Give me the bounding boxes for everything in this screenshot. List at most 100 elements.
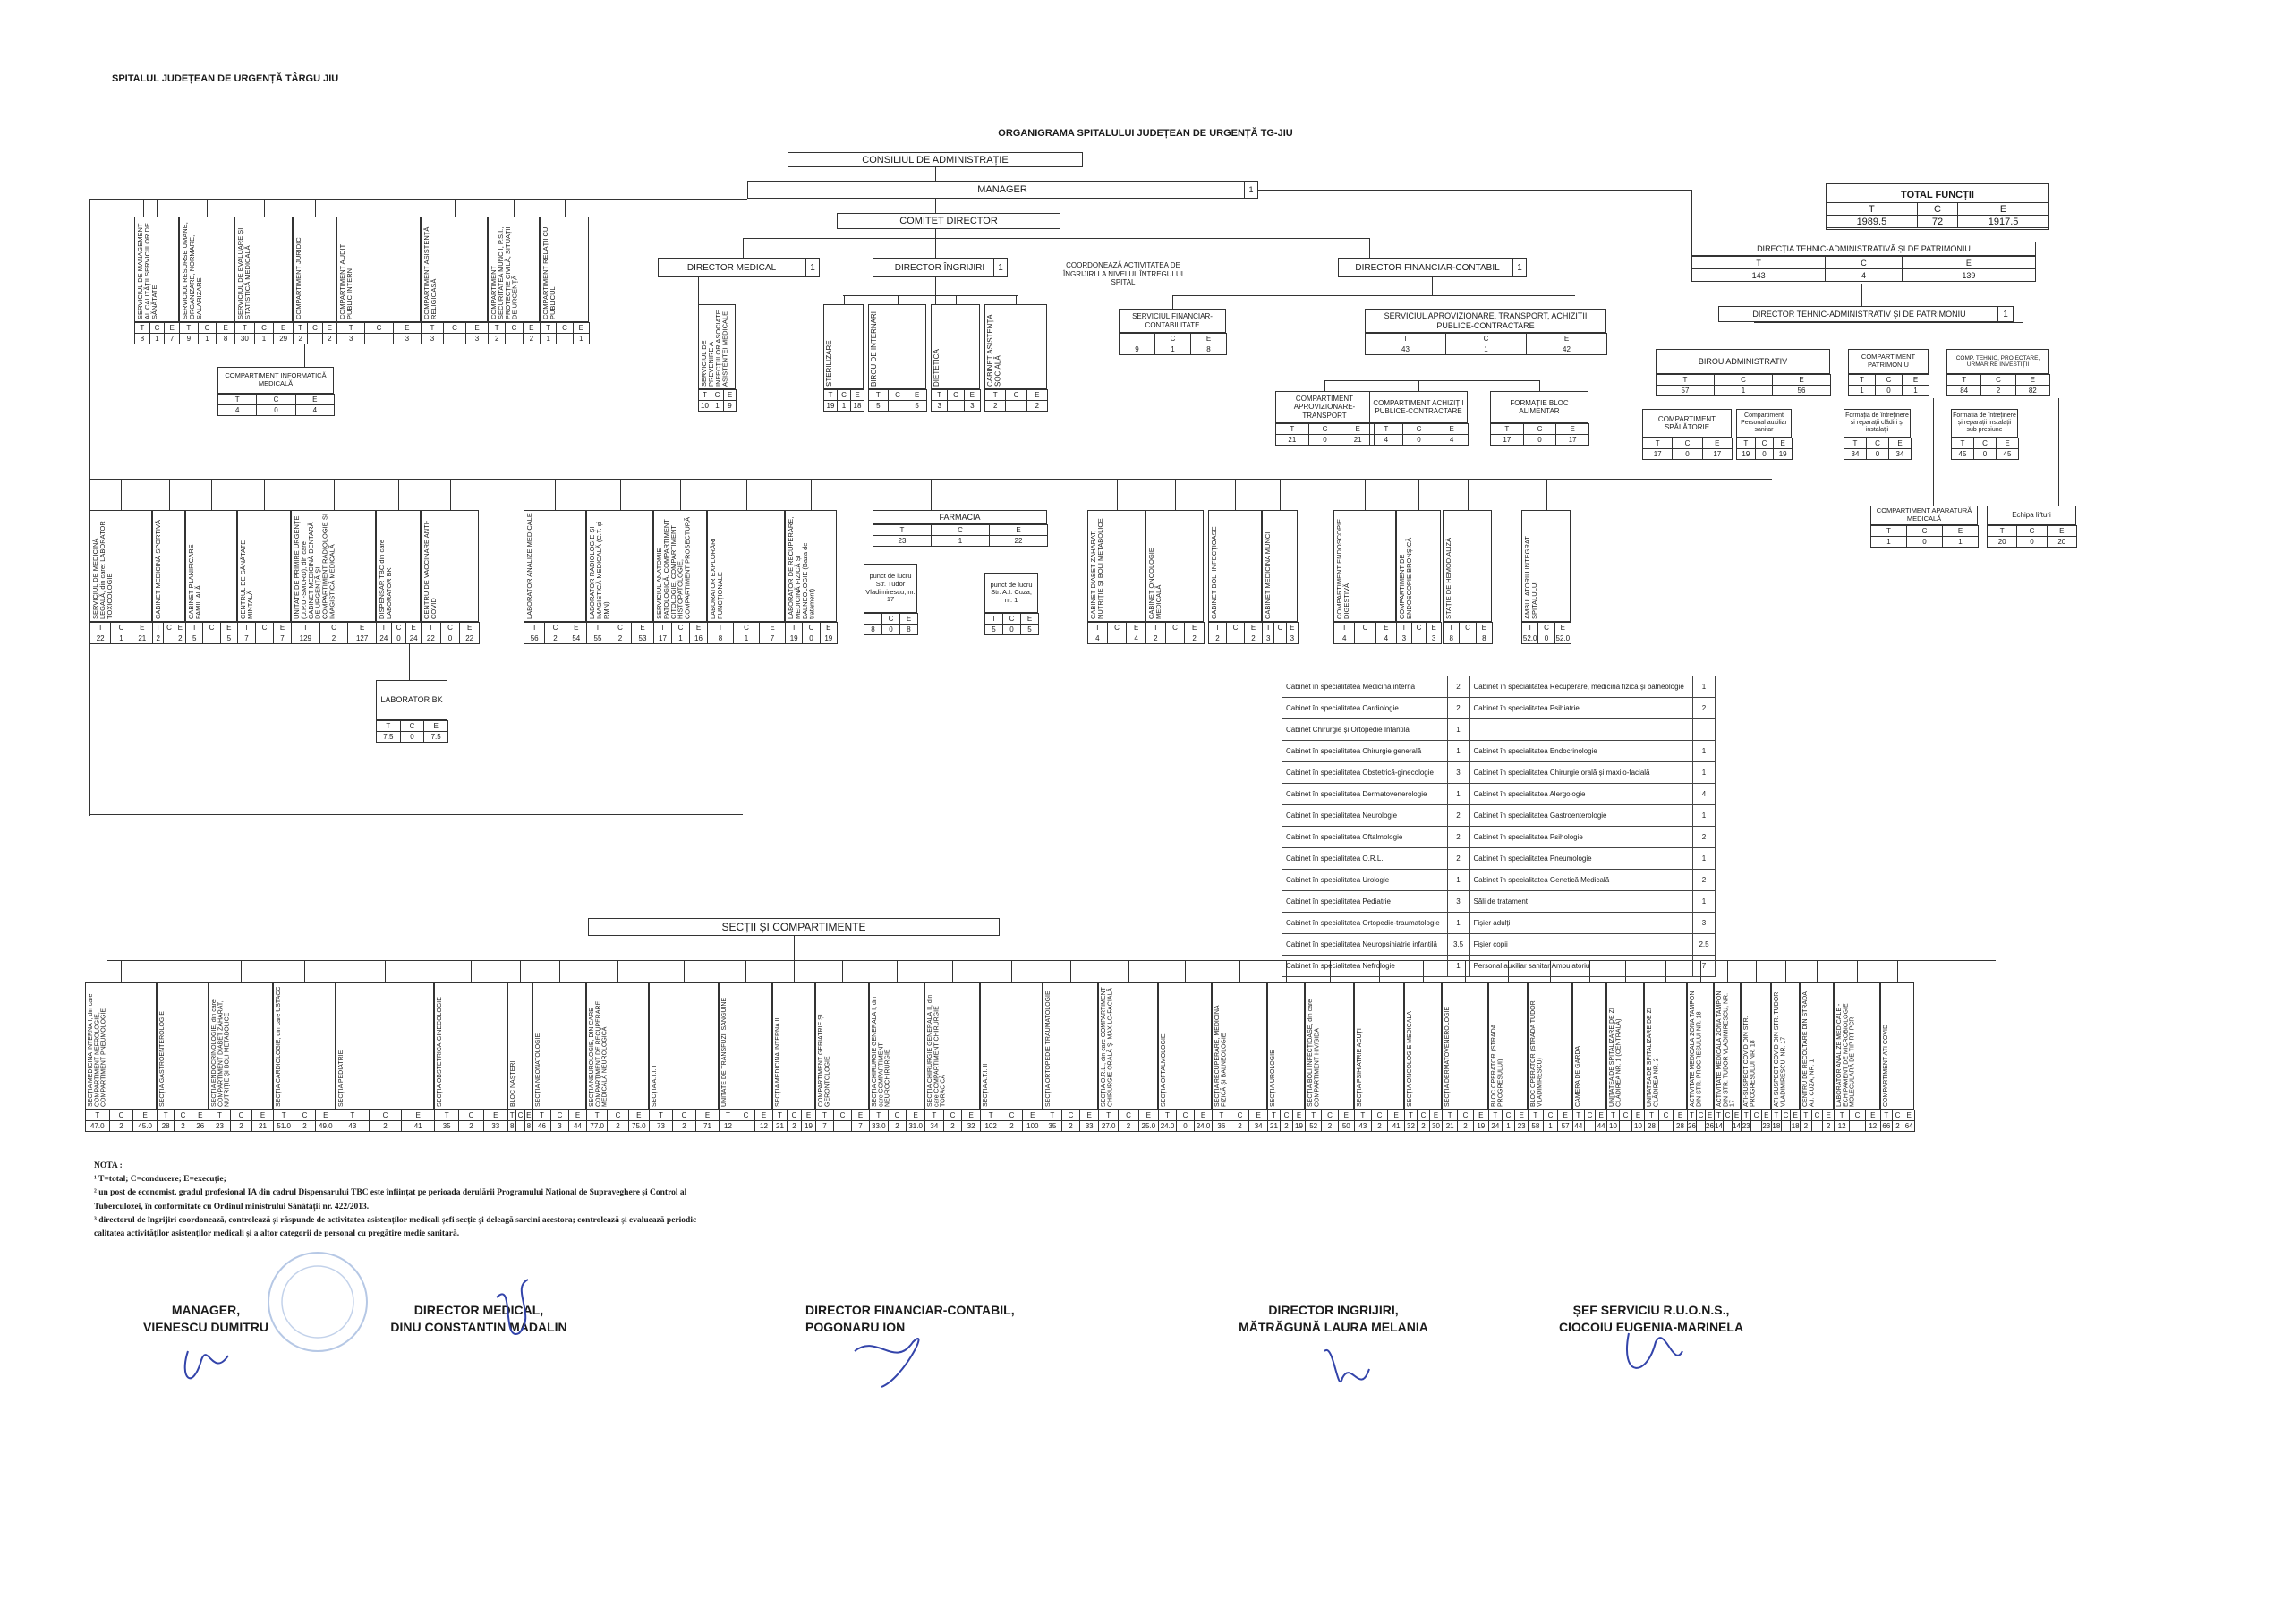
manager-unit-6-label: COMPARTIMENT ASISTENȚĂ RELIGIOASĂ xyxy=(423,226,438,319)
compartiment-patrimoniu-v-e: 1 xyxy=(1902,385,1929,396)
informatica-medicala-v-e: 4 xyxy=(294,404,335,416)
manager-unit-1-v-t: 8 xyxy=(134,333,150,344)
connector-line xyxy=(935,238,936,258)
cabinet-cell: 1 xyxy=(1692,804,1716,827)
ingrijiri-unit-1-v-t: 19 xyxy=(823,400,838,412)
connector-line xyxy=(559,960,560,982)
connector-line xyxy=(1172,295,1173,309)
sectie-36-v-e: 12 xyxy=(1864,1120,1881,1132)
connector-line xyxy=(333,479,335,510)
sig-role: DIRECTOR INGRIJIRI, xyxy=(1268,1303,1399,1317)
sectie-12-v-t: 21 xyxy=(772,1120,788,1132)
ingrijiri-unit-3-v-c xyxy=(947,400,965,412)
cabinet-1-v-t: 4 xyxy=(1087,633,1108,644)
mid-unit-7-box xyxy=(421,510,479,622)
cabinet-cell: Cabinet în specialitatea Neuropsihiatrie… xyxy=(1282,933,1448,956)
cabinet-1-label: CABINET DIABET ZAHARAT, NUTRIȚIE ȘI BOLI… xyxy=(1090,518,1104,619)
manager-unit-1-v-e: 7 xyxy=(164,333,180,344)
connector-line xyxy=(1817,960,1818,982)
cabinet-cell: 3 xyxy=(1692,912,1716,934)
connector-line xyxy=(1369,238,1370,258)
serviciul-financiar-v-c: 1 xyxy=(1154,344,1191,355)
ingrijiri-unit-4-label: CABINET ASISTENȚĂ SOCIALĂ xyxy=(987,314,1002,387)
totals-h-c: C xyxy=(1916,202,1959,216)
mid-unit-5-v-t: 129 xyxy=(291,633,320,644)
sectie-25-box xyxy=(1442,982,1488,1110)
connector-line xyxy=(2058,398,2059,506)
totals-title: TOTAL FUNCȚII xyxy=(1901,190,1974,200)
cabinet-1-v-c xyxy=(1106,633,1128,644)
dt-h-t: T xyxy=(1691,256,1827,269)
mid-unit-7-v-c: 0 xyxy=(439,633,461,644)
financiar-sub-3-v-c: 0 xyxy=(1522,434,1557,446)
sectie-35-v-e: 2 xyxy=(1822,1120,1835,1132)
sectie-13-v-t: 7 xyxy=(815,1120,834,1132)
connector-line xyxy=(168,479,170,510)
sectie-2-v-e: 26 xyxy=(191,1120,209,1132)
connector-line xyxy=(1235,479,1236,510)
ingrijiri-unit-2-label: BIROU DE INTERNĂRI xyxy=(871,310,878,387)
cabinet-2-v-c xyxy=(1164,633,1186,644)
committee-label: COMITET DIRECTOR xyxy=(899,216,998,226)
cabinet-cell: Cabinet în specialitatea Dermatovenerolo… xyxy=(1282,783,1448,805)
mid-unit-9-box xyxy=(586,510,653,622)
mid-unit-7-label: CENTRU DE VACCINARE ANTI-COVID xyxy=(423,520,438,619)
manager-unit-5-v-c xyxy=(364,333,394,344)
sectie-7-label: BLOC NAȘTERI xyxy=(510,1060,516,1107)
compartiment-proiectare-box: COMP. TEHNIC, PROIECTARE, URMĂRIRE INVES… xyxy=(1946,349,2049,374)
sectie-9-v-t: 77.0 xyxy=(586,1120,609,1132)
financiar-sub-2-box: COMPARTIMENT ACHIZIȚII PUBLICE-CONTRACTA… xyxy=(1369,391,1468,423)
connector-line xyxy=(1857,960,1858,982)
mid-unit-6-label: DISPENSAR TBC din care LABORATOR BK xyxy=(379,539,393,619)
cabinet-5-v-t: 4 xyxy=(1333,633,1356,644)
totals-c: 72 xyxy=(1916,215,1959,228)
sectie-14-label: SECȚIA CHIRURGIE GENERALĂ I, din care CO… xyxy=(872,996,891,1107)
note-line-3: Tuberculozei, în conformitate cu Ordinul… xyxy=(94,1202,370,1212)
cabinet-cell: 3 xyxy=(1446,890,1470,913)
mid-unit-9-label: LABORATOR RADIOLOGIE ȘI IMAGISTICĂ MEDIC… xyxy=(589,521,610,619)
financiar-sub-2-v-t: 4 xyxy=(1369,434,1403,446)
mid-unit-5-v-c: 2 xyxy=(319,633,349,644)
birou-administrativ-v-t: 57 xyxy=(1656,385,1715,396)
punct-lucru-vladimirescu-v-t: 8 xyxy=(864,624,882,635)
informatica-medicala-box: COMPARTIMENT INFORMATICĂ MEDICALĂ xyxy=(217,367,334,394)
cabinet-6-v-t: 3 xyxy=(1396,633,1412,644)
cabinet-cell: Cabinet în specialitatea Alergologie xyxy=(1469,783,1694,805)
note-line-2: ² un post de economist, gradul profesion… xyxy=(94,1188,687,1198)
sectie-21-v-e: 19 xyxy=(1292,1120,1306,1132)
cabinet-cell: Cabinet în specialitatea Genetică Medica… xyxy=(1469,869,1694,891)
sectie-17-v-e: 33 xyxy=(1079,1120,1099,1132)
connector-line xyxy=(1691,190,1692,242)
sectie-16-box xyxy=(980,982,1043,1110)
mid-unit-5-box xyxy=(291,510,376,622)
sectie-26-v-c: 1 xyxy=(1501,1120,1516,1132)
sectie-12-v-e: 19 xyxy=(801,1120,816,1132)
cabinet-cell: 1 xyxy=(1446,869,1470,891)
dt-c: 4 xyxy=(1825,268,1903,282)
sectie-5-v-t: 43 xyxy=(336,1120,370,1132)
manager-unit-3-v-c: 1 xyxy=(253,333,275,344)
totals-e: 1917.5 xyxy=(1957,215,2049,228)
manager-unit-2-label: SERVICIUL RESURSE UMANE, ORGANIZARE, NOR… xyxy=(182,222,203,319)
cabinet-cell: 1 xyxy=(1692,890,1716,913)
sectie-14-v-e: 31.0 xyxy=(906,1120,925,1132)
connector-line xyxy=(680,479,681,510)
connector-line xyxy=(207,199,208,217)
council-label: CONSILIUL DE ADMINISTRAȚIE xyxy=(862,154,1009,166)
mid-unit-2-box xyxy=(152,510,185,622)
sectie-37-v-e: 64 xyxy=(1903,1120,1915,1132)
connector-line xyxy=(1185,960,1186,982)
sectie-24-v-e: 30 xyxy=(1429,1120,1443,1132)
sectie-29-v-t: 10 xyxy=(1606,1120,1620,1132)
cabinet-8-label: AMBULATORIU INTEGRAT SPITALULUI xyxy=(1524,536,1538,619)
financiar-sub-1-v-e: 21 xyxy=(1341,434,1375,446)
sectie-24-label: SECȚIA ONCOLOGIE MEDICALĂ xyxy=(1407,1011,1413,1107)
cabinet-cell: Cabinet în specialitatea Psihiatrie xyxy=(1469,697,1694,719)
cabinet-cell: 2 xyxy=(1446,676,1470,698)
sectie-14-v-t: 33.0 xyxy=(869,1120,889,1132)
connector-line xyxy=(263,199,265,217)
mid-unit-1-v-t: 22 xyxy=(89,633,112,644)
mid-unit-7-v-t: 22 xyxy=(421,633,441,644)
laborator-bk-v-e: 7.5 xyxy=(423,731,448,743)
sectie-4-box xyxy=(273,982,336,1110)
